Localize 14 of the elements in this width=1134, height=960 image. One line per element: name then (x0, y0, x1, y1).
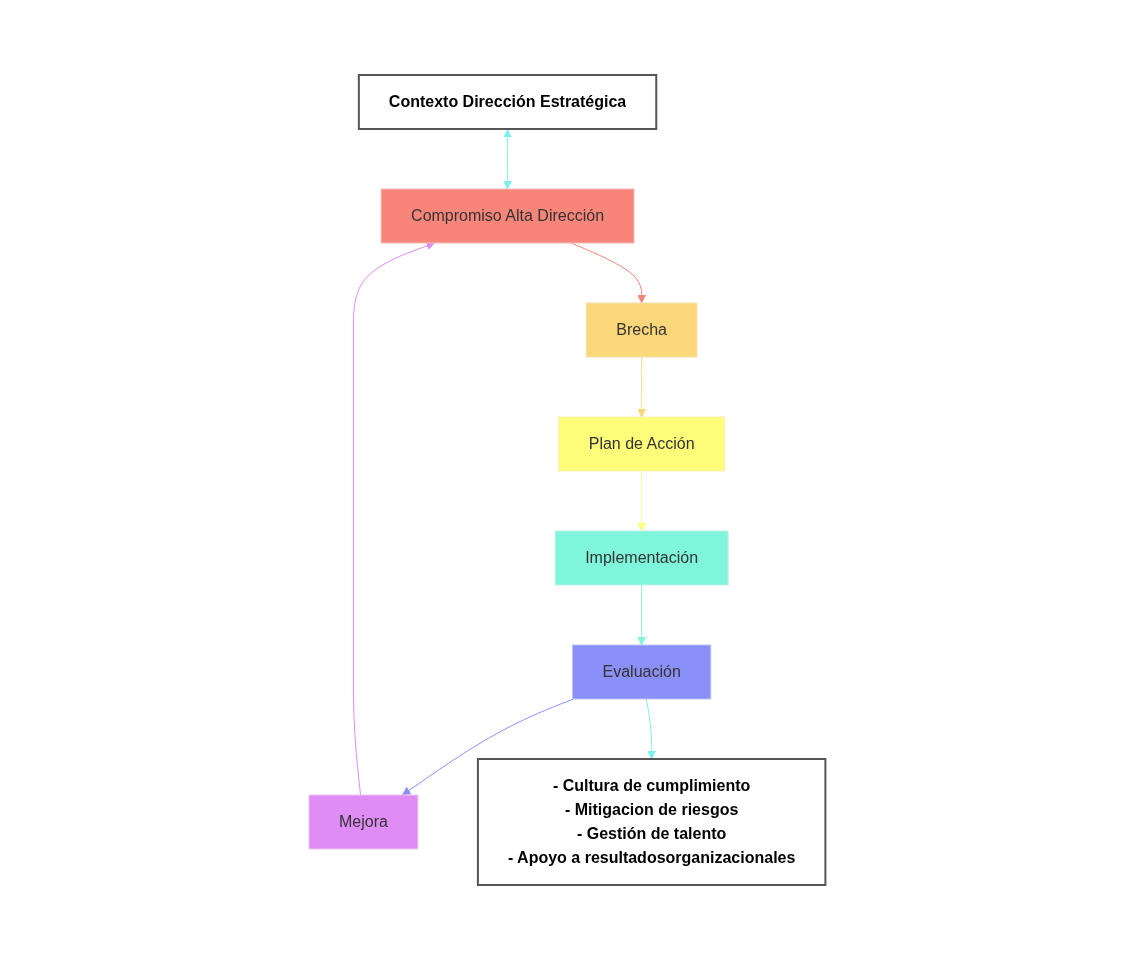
node-box: Evaluación (571, 644, 712, 700)
node-box: Mejora (308, 794, 419, 850)
arrow (645, 698, 656, 760)
node-box: Brecha (585, 302, 698, 358)
arrow (401, 698, 574, 796)
node-box: Plan de Acción (558, 416, 725, 472)
arrow (502, 129, 512, 190)
arrow (637, 584, 646, 646)
node-box: - Cultura de cumplimiento - Mitigacion de riesgos - Gestión de talento - Apoyo a resultadosorganizacionales (476, 758, 827, 886)
arrow (637, 356, 646, 418)
arrow (637, 470, 646, 532)
node-box: Contexto Dirección Estratégica (357, 74, 658, 130)
node-box: Compromiso Alta Dirección (380, 188, 635, 244)
node-box: Implementación (554, 530, 729, 586)
